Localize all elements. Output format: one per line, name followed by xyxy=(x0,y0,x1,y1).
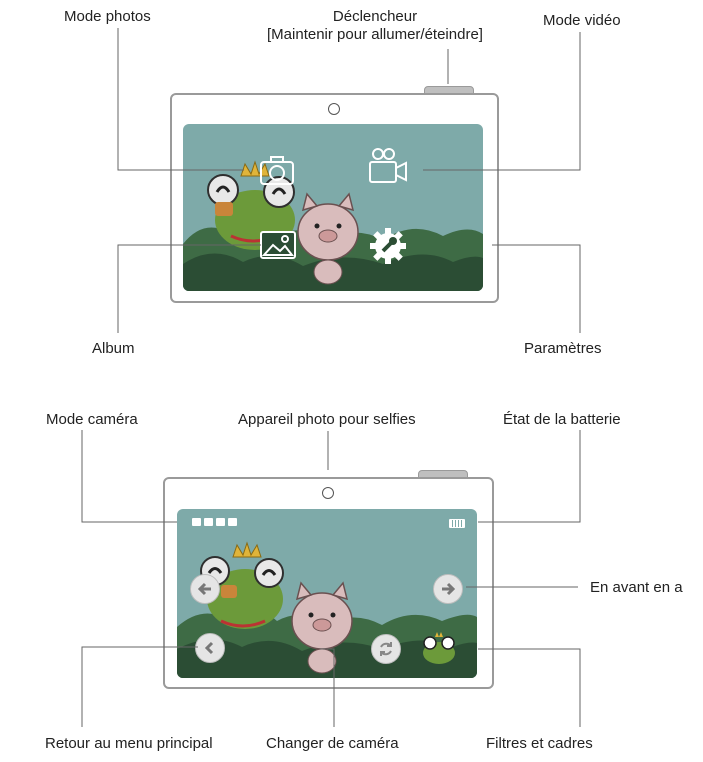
video-mode-icon[interactable] xyxy=(228,518,237,526)
back-to-menu-button[interactable] xyxy=(195,633,225,663)
arrow-left-button[interactable] xyxy=(190,574,220,604)
camera-screen xyxy=(177,509,477,678)
rotate-icon xyxy=(380,642,392,656)
label-video-mode: Mode vidéo xyxy=(543,12,621,29)
battery-icon xyxy=(449,519,465,528)
selfie-lens xyxy=(328,103,340,115)
pig-character xyxy=(297,192,359,285)
gear-icon[interactable] xyxy=(370,228,406,264)
arrow-right-button[interactable] xyxy=(433,574,463,604)
label-shutter: Déclencheur [Maintenir pour allumer/étei… xyxy=(230,8,520,44)
label-album: Album xyxy=(92,340,135,357)
label-shutter-line2: [Maintenir pour allumer/éteindre] xyxy=(267,26,483,43)
label-camera-mode: Mode caméra xyxy=(46,411,138,428)
frog-frame-icon[interactable] xyxy=(423,632,455,664)
label-selfie-camera: Appareil photo pour selfies xyxy=(238,411,416,428)
arrow-left-icon xyxy=(197,582,211,596)
label-photo-mode: Mode photos xyxy=(64,8,151,25)
label-filters: Filtres et cadres xyxy=(486,735,593,752)
camera-icon[interactable] xyxy=(260,156,294,185)
chevron-left-icon xyxy=(204,641,214,655)
album-mode-icon[interactable] xyxy=(204,518,213,526)
play-mode-icon[interactable] xyxy=(216,518,225,526)
menu-screen-art xyxy=(183,124,483,291)
gallery-icon[interactable] xyxy=(260,231,296,259)
menu-screen xyxy=(183,124,483,291)
label-battery-state: État de la batterie xyxy=(503,411,621,428)
label-shutter-line1: Déclencheur xyxy=(332,8,418,25)
photo-mode-icon[interactable] xyxy=(192,518,201,526)
frog-character-2 xyxy=(200,541,284,629)
label-back-to-menu: Retour au menu principal xyxy=(45,735,213,752)
switch-camera-button[interactable] xyxy=(371,634,401,664)
label-switch-camera: Changer de caméra xyxy=(266,735,399,752)
camera-screen-art xyxy=(177,509,477,678)
arrow-right-icon xyxy=(442,582,456,596)
mode-icons-bar xyxy=(192,518,237,526)
selfie-lens-2 xyxy=(322,487,334,499)
label-forward: En avant en a xyxy=(590,579,683,596)
label-settings: Paramètres xyxy=(524,340,602,357)
video-camera-icon[interactable] xyxy=(369,148,407,183)
